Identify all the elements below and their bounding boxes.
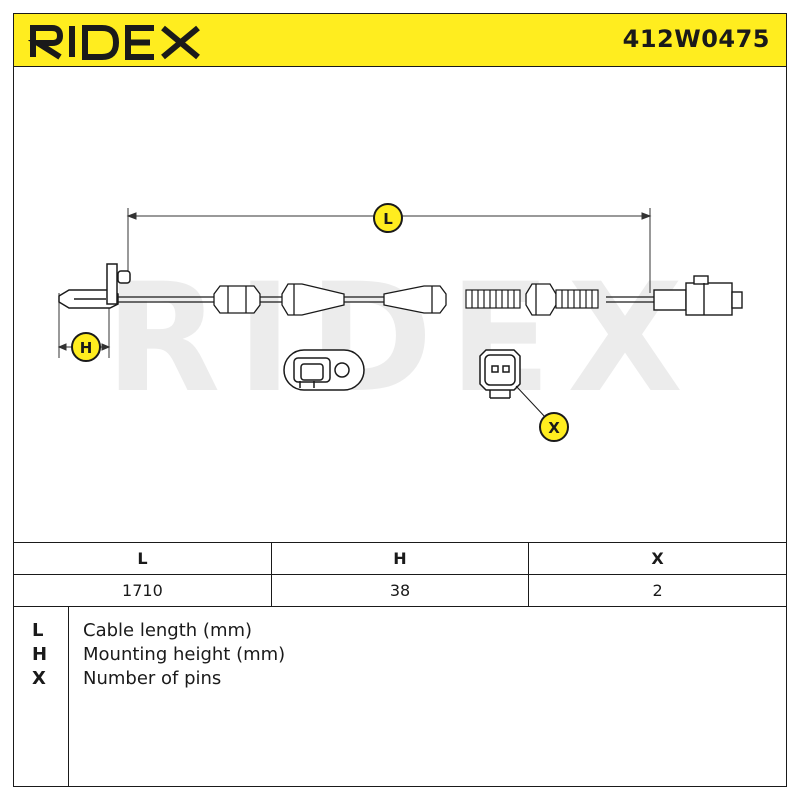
legend-item: L Cable length (mm) [14,619,786,643]
legend-item: X Number of pins [14,667,786,691]
bellows-2 [555,289,599,309]
spec-table: L H X 1710 38 2 [14,542,786,607]
mounting-flange [283,349,365,391]
spec-value-X: 2 [528,574,786,607]
marker-X: X [539,412,569,442]
legend-divider [68,607,69,787]
bellows-1 [465,289,521,309]
legend-item: H Mounting height (mm) [14,643,786,667]
leader-X [515,385,547,419]
spec-value-H: 38 [270,574,530,607]
marker-H-label: H [80,339,93,357]
legend-description: Cable length (mm) [83,620,253,641]
spec-header-L: L [14,542,272,575]
technical-drawing: RIDEX L H [14,68,786,542]
cable [118,296,654,303]
grommet-1 [213,285,261,314]
legend-key: X [32,668,46,689]
sensor-cable-drawing: RIDEX L H [57,203,743,442]
spec-header-H: H [270,542,530,575]
spec-header-X: X [528,542,786,575]
legend-key: H [32,644,48,665]
ridex-logo [27,22,208,64]
grommet-2 [281,283,345,316]
spec-table-value-row: 1710 38 2 [14,574,786,607]
legend-description: Mounting height (mm) [83,644,286,665]
spec-table-header-row: L H X [14,542,786,575]
sensor-head [58,263,131,309]
grommet-4 [525,283,557,316]
ridex-logo-mark [27,25,200,60]
marker-L-label: L [383,210,393,228]
marker-L: L [373,203,403,233]
legend: L Cable length (mm) H Mounting height (m… [14,607,786,787]
watermark-text: RIDEX [105,252,699,426]
connector-face [479,349,521,399]
grommet-3 [383,285,447,314]
part-number: 412W0475 [622,25,770,53]
product-sheet: 412W0475 RIDEX L [13,13,787,787]
header-bar: 412W0475 [14,14,786,67]
spec-value-L: 1710 [14,574,272,607]
legend-key: L [32,620,44,641]
marker-X-label: X [548,419,560,437]
marker-H: H [71,332,101,362]
connector [653,275,743,316]
legend-description: Number of pins [83,668,222,689]
